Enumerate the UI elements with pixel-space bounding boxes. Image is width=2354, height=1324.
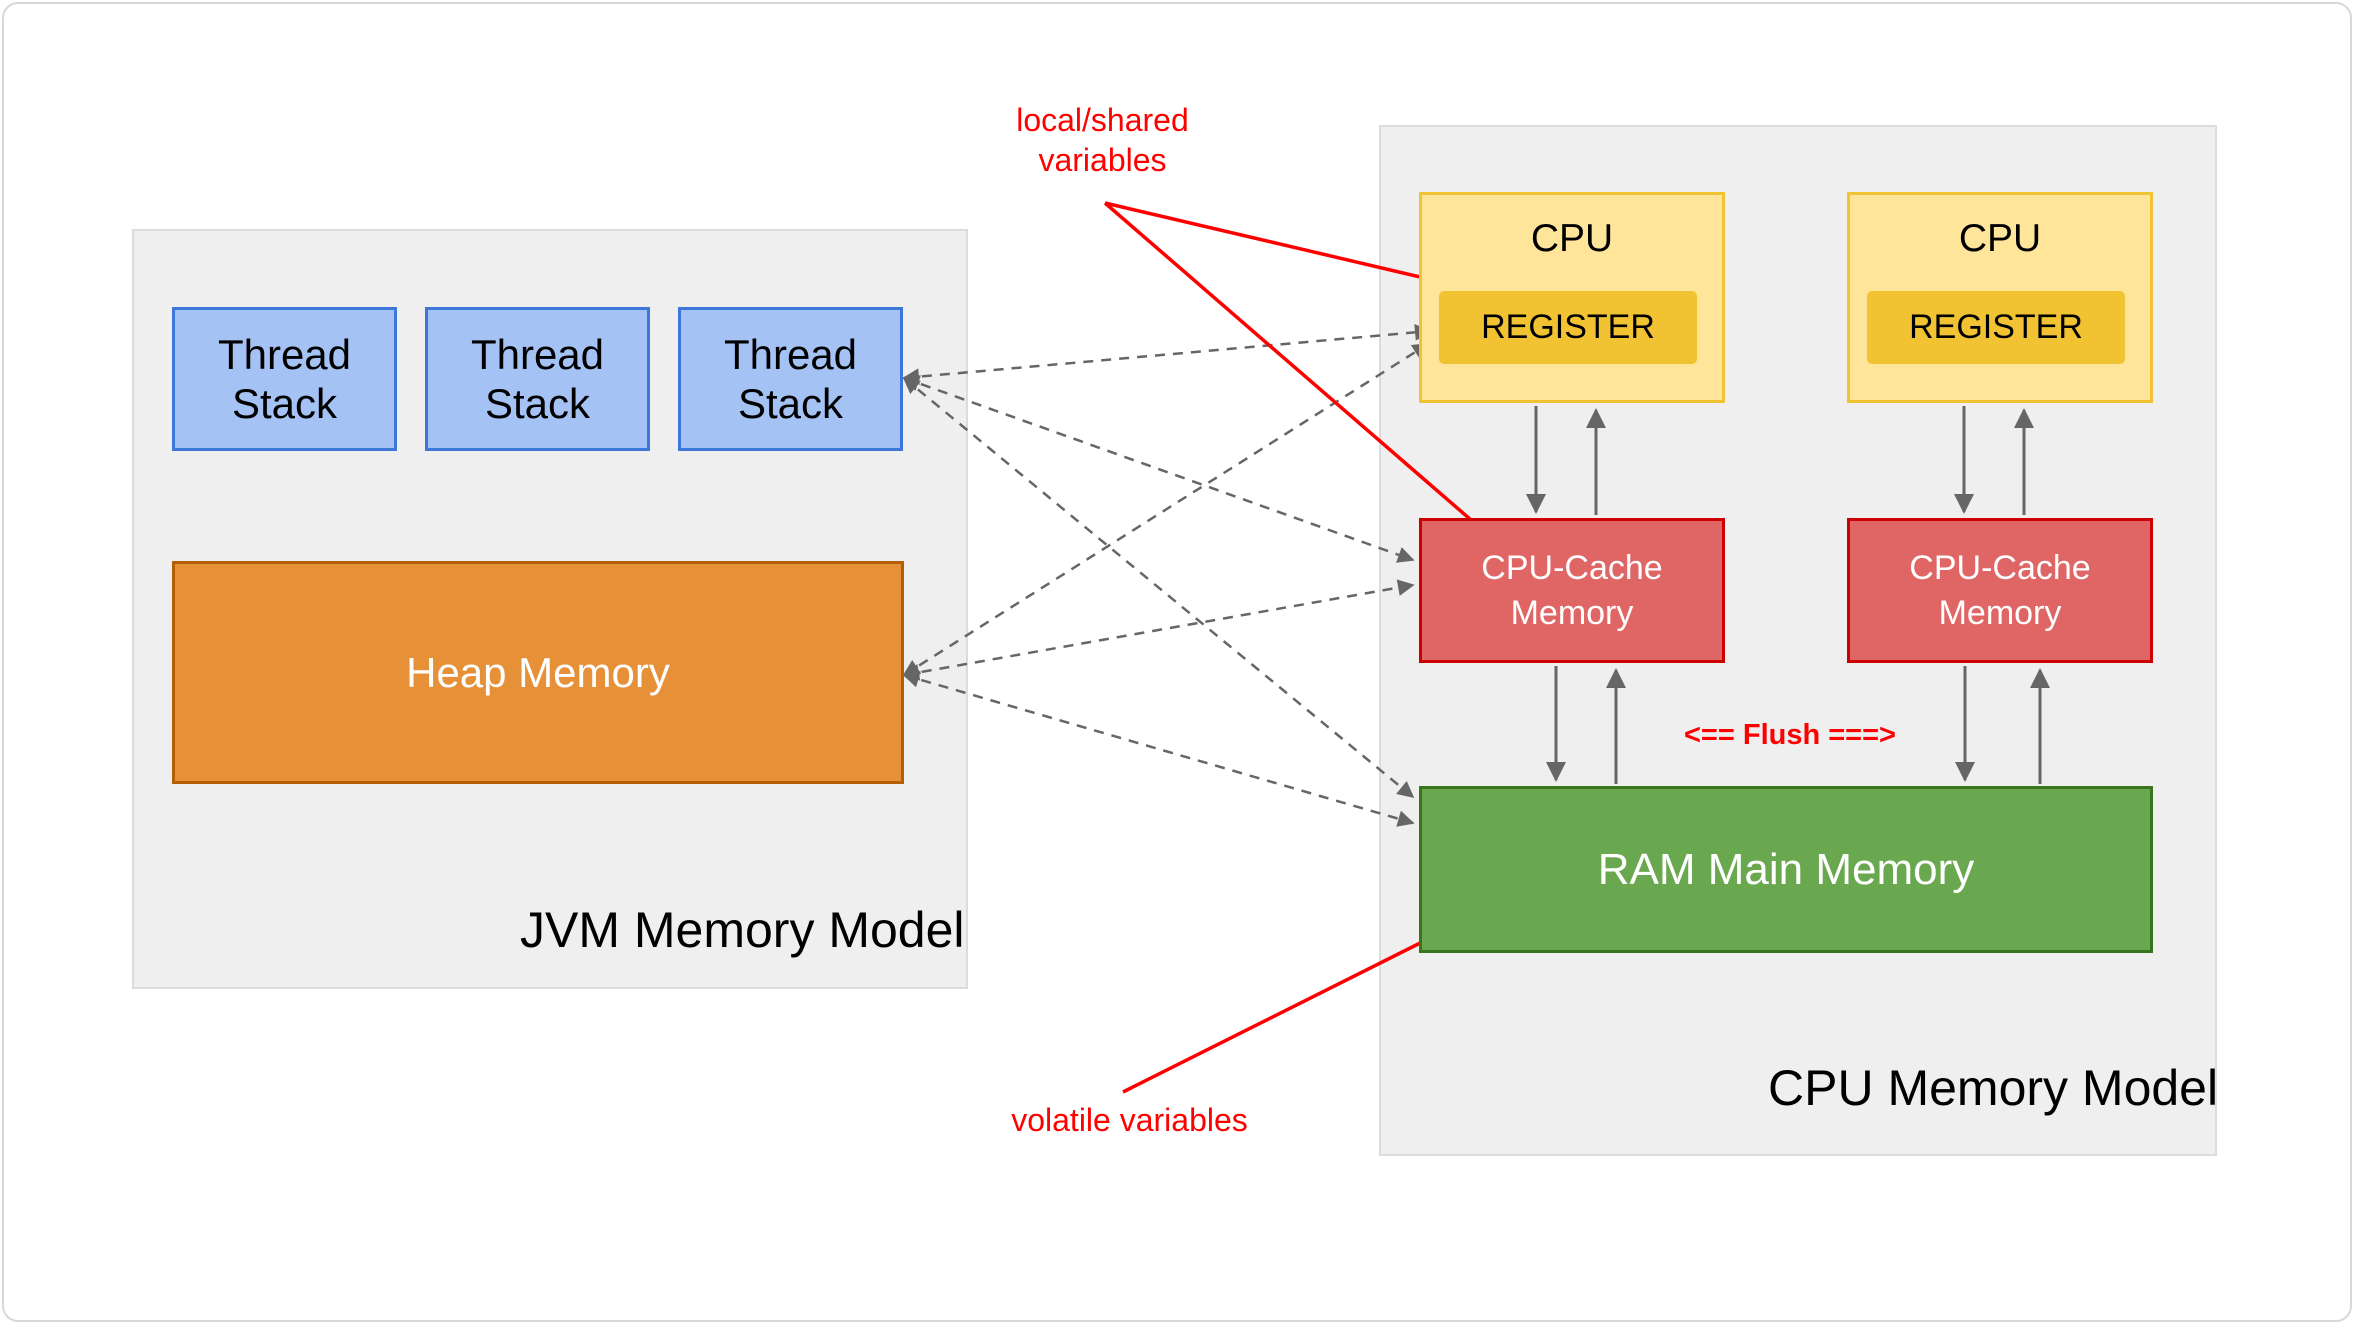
- dashed-heap-to-cache: [902, 579, 1415, 681]
- heap-memory-label: Heap Memory: [406, 648, 670, 696]
- cpu-box-2: CPU REGISTER: [1847, 192, 2153, 403]
- volatile-variables-note: volatile variables: [1011, 1102, 1248, 1138]
- thread-stack-box-2: Thread Stack: [425, 307, 650, 451]
- dashed-thread-to-register: [902, 324, 1432, 385]
- register-box-2: REGISTER: [1867, 291, 2125, 364]
- thread-stack-label: Thread Stack: [470, 330, 605, 427]
- ram-label: RAM Main Memory: [1597, 844, 1975, 894]
- jvm-panel-title: JVM Memory Model: [520, 902, 965, 958]
- cpu-box-1: CPU REGISTER: [1419, 192, 1725, 403]
- dashed-heap-to-register: [902, 342, 1430, 677]
- register-label: REGISTER: [1481, 308, 1655, 346]
- dashed-thread-to-ram: [902, 376, 1415, 799]
- dashed-thread-to-cache: [902, 375, 1415, 563]
- local-shared-variables-note: local/shared variables: [1016, 102, 1189, 178]
- cpu-label: CPU: [1530, 217, 1614, 260]
- thread-stack-label: Thread Stack: [723, 330, 858, 427]
- cpu-label: CPU: [1958, 217, 2042, 260]
- flush-label: <== Flush ===>: [1684, 719, 1896, 751]
- cpu-cache-box-1: CPU-Cache Memory: [1419, 518, 1725, 663]
- thread-stack-box-3: Thread Stack: [678, 307, 903, 451]
- thread-stack-label: Thread Stack: [217, 330, 352, 427]
- cpu-cache-label: CPU-Cache Memory: [1909, 548, 2091, 632]
- heap-memory-box: Heap Memory: [172, 561, 904, 784]
- thread-stack-box-1: Thread Stack: [172, 307, 397, 451]
- register-label: REGISTER: [1909, 308, 2083, 346]
- cpu-cache-box-2: CPU-Cache Memory: [1847, 518, 2153, 663]
- ram-main-memory-box: RAM Main Memory: [1419, 786, 2153, 953]
- dashed-heap-to-ram: [902, 671, 1415, 827]
- register-box-1: REGISTER: [1439, 291, 1697, 364]
- cpu-panel-title: CPU Memory Model: [1768, 1060, 2219, 1116]
- cpu-cache-label: CPU-Cache Memory: [1481, 548, 1663, 632]
